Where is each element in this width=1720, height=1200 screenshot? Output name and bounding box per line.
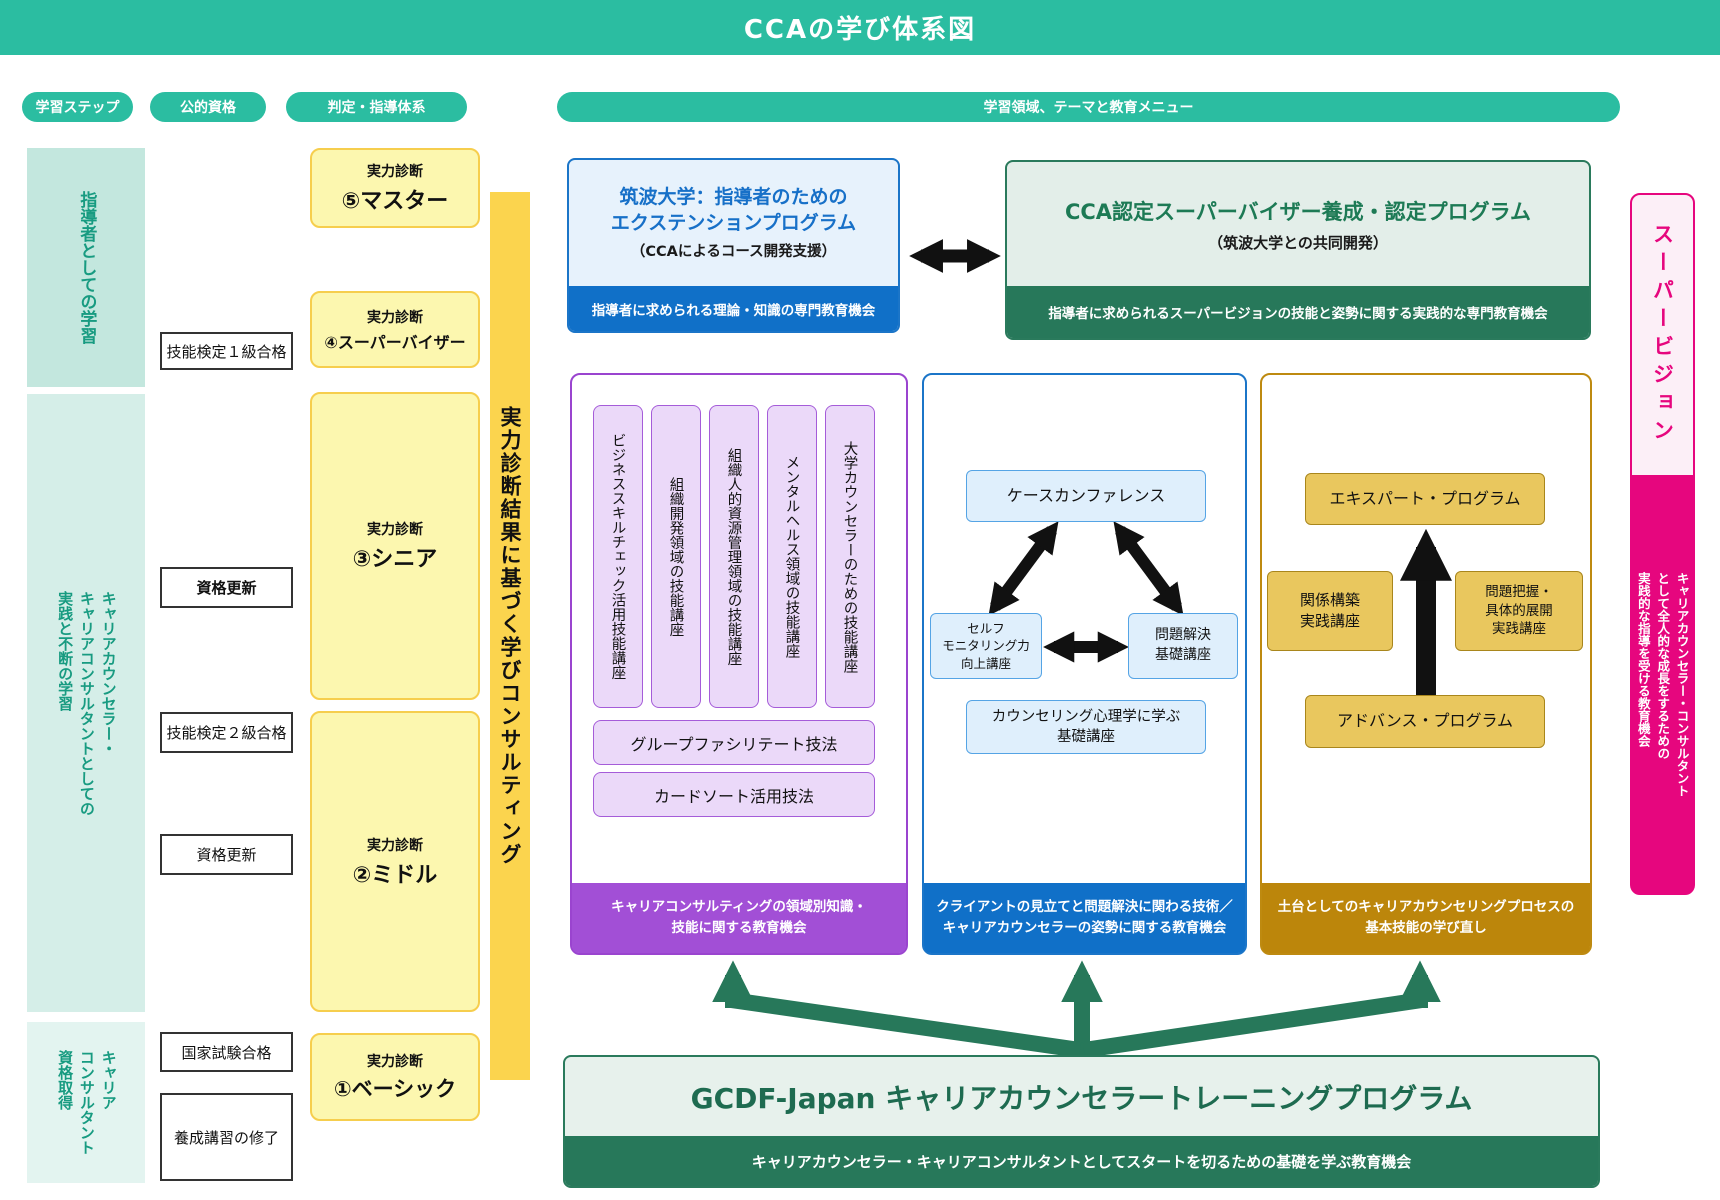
supervision-panel: スーパービジョン キャリアカウンセラー・コンサルタント として全人的な成長をする… xyxy=(1630,193,1695,895)
card-sort-box: カードソート活用技法 xyxy=(593,772,875,817)
problem-grasp-box: 問題把握・ 具体的展開 実践講座 xyxy=(1455,571,1583,651)
diagnosis-box-basic: 実力診断 ①ベーシック xyxy=(310,1033,480,1121)
band-practice-continuous-learning-label: キャリアカウンセラー・ キャリアコンサルタントとしての 実践と不断の学習 xyxy=(56,590,118,816)
band-consultant-qualification-label: キャリア コンサルタント 資格取得 xyxy=(56,1050,118,1155)
qual-box-renewal-2: 資格更新 xyxy=(160,834,293,875)
qual-box-training-complete: 養成講習の修了 xyxy=(160,1093,293,1181)
diagnosis-box-master: 実力診断 ⑤マスター xyxy=(310,148,480,228)
client-panel-footer: クライアントの見立てと問題解決に関わる技術／ キャリアカウンセラーの姿勢に関する… xyxy=(924,883,1245,953)
band-instructor-learning-label: 指導者としての学習 xyxy=(76,191,97,344)
supervision-description: キャリアカウンセラー・コンサルタント として全人的な成長をするための 実践的な指… xyxy=(1635,571,1690,797)
qual-box-renewal-1: 資格更新 xyxy=(160,567,293,608)
diagnosis-box-middle: 実力診断 ②ミドル xyxy=(310,711,480,1012)
header-bar: CCAの学び体系図 xyxy=(0,0,1720,55)
process-panel-footer: 土台としてのキャリアカウンセリングプロセスの 基本技能の学び直し xyxy=(1262,883,1590,953)
gcdf-program-box: GCDF-Japan キャリアカウンセラートレーニングプログラム キャリアカウン… xyxy=(563,1055,1600,1188)
supervision-title: スーパービジョン xyxy=(1650,223,1675,447)
diagnosis-box-senior: 実力診断 ③シニア xyxy=(310,392,480,700)
tsukuba-title-line2: エクステンションプログラム xyxy=(610,211,857,234)
tsukuba-extension-box: 筑波大学：指導者のための エクステンションプログラム （CCAによるコース開発支… xyxy=(567,158,900,333)
page-title: CCAの学び体系図 xyxy=(743,15,977,45)
domain-column-hr-management: 組織人的資源管理領域の技能講座 xyxy=(709,405,759,708)
self-monitoring-box: セルフ モニタリング力 向上講座 xyxy=(930,613,1042,679)
relation-building-box: 関係構築 実践講座 xyxy=(1267,571,1393,651)
domain-column-business-skill: ビジネススキルチェック活用技能講座 xyxy=(593,405,643,708)
domain-panel-footer: キャリアコンサルティングの領域別知識・ 技能に関する教育機会 xyxy=(572,883,906,953)
qual-box-national-exam: 国家試験合格 xyxy=(160,1032,293,1072)
case-conference-box: ケースカンファレンス xyxy=(966,470,1206,522)
counseling-psychology-box: カウンセリング心理学に学ぶ 基礎講座 xyxy=(966,700,1206,754)
gcdf-title: GCDF-Japan キャリアカウンセラートレーニングプログラム xyxy=(690,1081,1473,1115)
band-instructor-learning: 指導者としての学習 xyxy=(27,148,145,387)
qual-box-grade2: 技能検定２級合格 xyxy=(160,712,293,753)
left-right-arrow-icon xyxy=(909,239,1001,273)
pill-public-qualification: 公的資格 xyxy=(150,92,266,122)
advance-program-box: アドバンス・プログラム xyxy=(1305,695,1545,748)
domain-column-mental-health: メンタルヘルス領域の技能講座 xyxy=(767,405,817,708)
advance-to-expert-arrow-icon xyxy=(1400,528,1452,697)
svp-title: CCA認定スーパーバイザー養成・認定プログラム xyxy=(1064,199,1532,224)
domain-column-org-development: 組織開発領域の技能講座 xyxy=(651,405,701,708)
problem-solving-box: 問題解決 基礎講座 xyxy=(1128,613,1238,679)
gcdf-footer: キャリアカウンセラー・キャリアコンサルタントとしてスタートを切るための基礎を学ぶ… xyxy=(565,1136,1598,1186)
group-facilitate-box: グループファシリテート技法 xyxy=(593,720,875,765)
band-practice-continuous-learning: キャリアカウンセラー・ キャリアコンサルタントとしての 実践と不断の学習 xyxy=(27,394,145,1012)
svp-subtitle: （筑波大学との共同開発） xyxy=(1208,233,1388,252)
cca-supervisor-program-box: CCA認定スーパーバイザー養成・認定プログラム （筑波大学との共同開発） 指導者… xyxy=(1005,160,1591,340)
pill-learning-domain-menu: 学習領域、テーマと教育メニュー xyxy=(557,92,1620,122)
band-consultant-qualification: キャリア コンサルタント 資格取得 xyxy=(27,1022,145,1183)
domain-column-university-counselor: 大学カウンセラーのための技能講座 xyxy=(825,405,875,708)
gcdf-trident-arrows-icon xyxy=(712,960,1441,1055)
client-panel-triangle-arrows-icon xyxy=(988,521,1184,663)
consulting-bar: 実力診断結果に基づく学びコンサルティング xyxy=(490,192,530,1080)
pill-learning-step: 学習ステップ xyxy=(22,92,133,122)
tsukuba-footer: 指導者に求められる理論・知識の専門教育機会 xyxy=(569,286,898,331)
pill-judgement-system: 判定・指導体系 xyxy=(286,92,467,122)
tsukuba-subtitle: （CCAによるコース開発支援） xyxy=(630,244,837,261)
tsukuba-title-line1: 筑波大学：指導者のための xyxy=(619,185,848,208)
qual-box-grade1: 技能検定１級合格 xyxy=(160,332,293,370)
expert-program-box: エキスパート・プログラム xyxy=(1305,473,1545,525)
diagnosis-box-supervisor: 実力診断 ④スーパーバイザー xyxy=(310,291,480,368)
svp-footer: 指導者に求められるスーパービジョンの技能と姿勢に関する実践的な専門教育機会 xyxy=(1007,286,1589,338)
